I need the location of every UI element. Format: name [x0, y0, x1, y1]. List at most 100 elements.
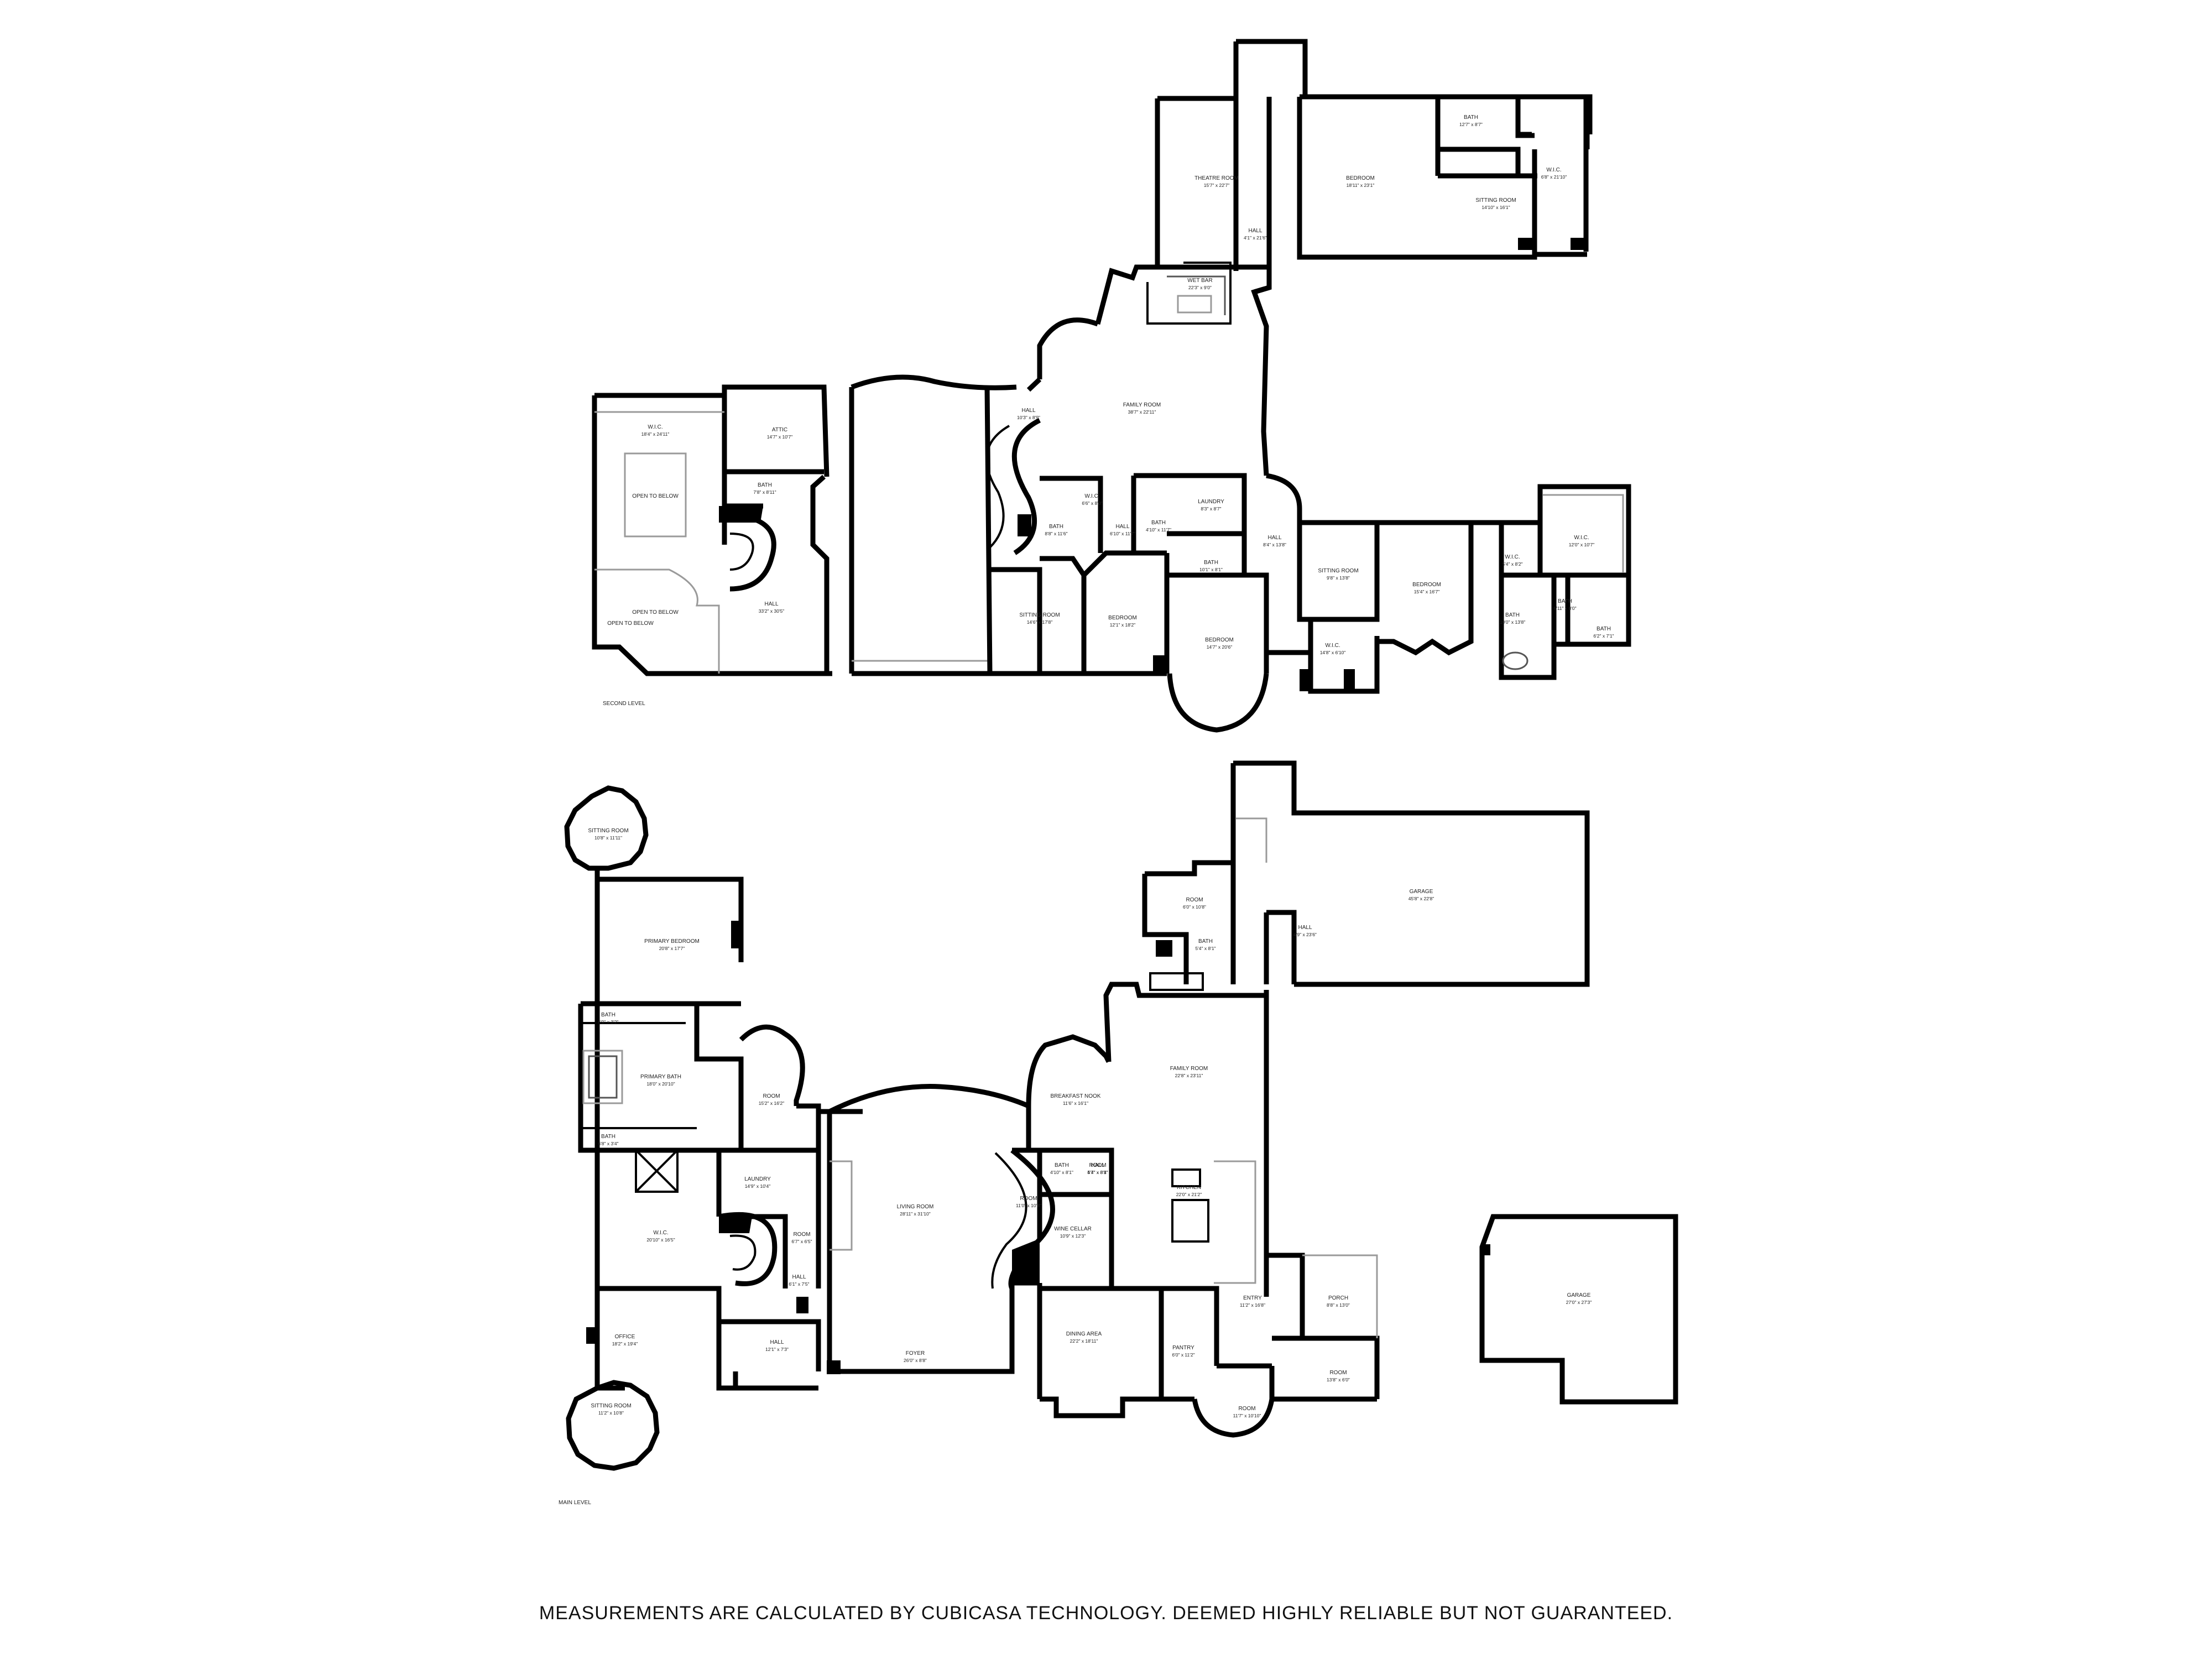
main-level-room-dimensions: 12'1" x 7'3" — [765, 1347, 789, 1352]
main-level-room-name: PRIMARY BEDROOM — [644, 938, 700, 945]
main-level-plan — [564, 760, 1678, 1471]
level-label-main: MAIN LEVEL — [559, 1500, 591, 1506]
second-level-room-name: SITTING ROOM — [1318, 568, 1358, 574]
second-level-room-name: W.I.C. — [648, 424, 662, 430]
main-level-room-dimensions: 18'0" x 20'10" — [646, 1081, 675, 1087]
main-level-room-name: FAMILY ROOM — [1170, 1066, 1208, 1072]
main-level-room-name: ROOM — [793, 1232, 810, 1238]
main-level-room-name: DINING AREA — [1066, 1331, 1102, 1337]
main-level-room-dimensions: 11'2" x 10'8" — [598, 1410, 624, 1416]
main-level-room-name: PRIMARY BATH — [640, 1074, 681, 1080]
second-level-room-name: BEDROOM — [1346, 175, 1375, 181]
main-level-room-name: BATH — [601, 1134, 615, 1140]
main-level-room-name: ROOM — [1329, 1370, 1347, 1376]
second-level-room-name: SITTING ROOM — [1475, 197, 1516, 204]
main-level-room-dimensions: 15'2" x 16'2" — [759, 1100, 785, 1106]
second-level-room-name: BEDROOM — [1412, 582, 1441, 588]
second-level-room-dimensions: 6'11" x 8'0" — [1553, 606, 1576, 611]
main-level-room-name: PANTRY — [1172, 1345, 1194, 1351]
second-level-room-name: BATH — [1049, 524, 1063, 530]
spiral-stair-main — [718, 1212, 778, 1286]
main-level-room-dimensions: 11'0" x 10'8" — [1016, 1203, 1041, 1208]
second-level-room-dimensions: 18'11" x 23'1" — [1347, 182, 1375, 188]
second-level-room-name: W.I.C. — [1084, 493, 1099, 499]
main-level-room-name: ROOM — [1020, 1196, 1037, 1202]
main-level-room-name: LAUNDRY — [744, 1176, 771, 1182]
second-level-room-name: LAUNDRY — [1198, 499, 1224, 505]
second-level-plan — [592, 39, 1631, 733]
second-level-room-dimensions: 6'10" x 11'7" — [1110, 531, 1135, 536]
main-level-room-name: HALL — [1298, 925, 1312, 931]
second-level-room-name: HALL — [1115, 524, 1129, 530]
second-level-room-name: OPEN TO BELOW — [632, 609, 679, 615]
main-level-room-dimensions: 45'8" x 22'8" — [1408, 896, 1434, 901]
second-level-room-name: W.I.C. — [1574, 535, 1589, 541]
second-level-room-name: HALL — [1021, 408, 1035, 414]
second-level-room-dimensions: 12'1" x 18'2" — [1110, 622, 1136, 628]
main-level-room-dimensions: 27'0" x 27'3" — [1566, 1300, 1592, 1305]
main-level-room-name: ROOM — [1186, 897, 1203, 903]
second-level-room-dimensions: 22'3" x 9'0" — [1188, 285, 1212, 290]
main-level-room-dimensions: 6'0" x 10'8" — [1183, 904, 1206, 910]
second-level-room-dimensions: 18'4" x 24'11" — [641, 431, 670, 437]
main-level-room-name: ROOM — [1238, 1406, 1255, 1412]
second-level-room-dimensions: 10'1" x 8'1" — [1199, 567, 1223, 572]
main-level-room-name: SITTING ROOM — [591, 1403, 631, 1409]
curved-stair-main — [991, 1106, 1055, 1290]
main-level-room-name: ROOM — [1089, 1162, 1106, 1168]
main-level-room-dimensions: 18'2" x 19'4" — [612, 1341, 638, 1347]
main-level-room-dimensions: 6'9" x 3'2" — [598, 1019, 618, 1025]
second-level-room-dimensions: 12'0" x 10'7" — [1569, 542, 1595, 547]
second-level-room-name: BEDROOM — [1108, 615, 1137, 621]
second-level-room-name: BATH — [1505, 612, 1520, 618]
second-level-room-dimensions: 14'6" x 17'8" — [1027, 619, 1053, 625]
main-level-room-dimensions: 4'9" x 23'6" — [1293, 932, 1317, 937]
second-level-room-dimensions: 7'8" x 8'11" — [753, 489, 776, 495]
second-level-room-name: W.I.C. — [1325, 643, 1340, 649]
second-level-room-dimensions: 10'3" x 8'9" — [1017, 415, 1040, 420]
second-level-room-name: W.I.C. — [1546, 167, 1561, 173]
main-level-room-name: BATH — [601, 1012, 615, 1018]
second-level-room-dimensions: 15'7" x 22'7" — [1204, 182, 1230, 188]
second-level-room-dimensions: 14'7" x 20'6" — [1207, 644, 1233, 650]
second-level-room-dimensions: 8'3" x 8'7" — [1201, 506, 1221, 512]
main-level-room-name: OFFICE — [615, 1334, 635, 1340]
second-level-room-name: BATH — [1558, 598, 1572, 604]
second-level-room-name: WET BAR — [1187, 278, 1212, 284]
second-level-room-name: SITTING ROOM — [1019, 612, 1060, 618]
second-level-room-name: BEDROOM — [1205, 637, 1234, 643]
main-level-room-dimensions: 4'10" x 8'1" — [1050, 1170, 1073, 1175]
level-label-second: SECOND LEVEL — [603, 701, 645, 707]
second-level-room-dimensions: 4'1" x 21'6" — [1244, 235, 1267, 241]
main-level-room-dimensions: 14'9" x 10'4" — [745, 1183, 771, 1189]
main-level-room-dimensions: 5'4" x 8'1" — [1195, 946, 1215, 951]
second-level-room-dimensions: 15'4" x 16'7" — [1414, 589, 1440, 594]
curved-stair-upper — [984, 387, 1041, 674]
main-level-room-name: HALL — [770, 1339, 784, 1345]
main-level-room-name: ROOM — [763, 1093, 780, 1099]
main-level-room-dimensions: 8'8" x 13'0" — [1327, 1302, 1350, 1308]
second-level-room-name: THEATRE ROOM — [1194, 175, 1239, 181]
second-level-room-dimensions: 9'8" x 13'8" — [1327, 575, 1350, 581]
second-level-room-name: W.I.C. — [1505, 554, 1520, 560]
second-level-room-dimensions: 14'7" x 10'7" — [767, 434, 793, 440]
main-level-room-dimensions: 20'10" x 16'5" — [646, 1237, 675, 1243]
main-level-room-dimensions: 26'0" x 8'8" — [904, 1358, 927, 1363]
second-level-room-dimensions: 4'10" x 11'7" — [1146, 527, 1171, 533]
second-level-room-name: BATH — [1204, 560, 1218, 566]
second-level-room-name: BATH — [1464, 114, 1478, 121]
main-level-room-name: KITCHEN — [1177, 1185, 1201, 1191]
second-level-room-dimensions: 6'8" x 21'10" — [1541, 174, 1567, 180]
second-level-room-dimensions: 6'2" x 7'1" — [1593, 633, 1614, 639]
disclaimer-text: MEASUREMENTS ARE CALCULATED BY CUBICASA … — [539, 1603, 1673, 1624]
main-level-room-dimensions: 6'0" x 11'2" — [1172, 1352, 1194, 1358]
second-level-room-dimensions: 8'8" x 11'6" — [1045, 531, 1067, 536]
main-level-room-name: GARAGE — [1410, 889, 1433, 895]
second-level-room-name: BATH — [758, 482, 772, 488]
main-level-room-dimensions: 4'4" x 8'8" — [1087, 1170, 1108, 1175]
main-level-room-dimensions: 5'7" x 8'1" — [1087, 1170, 1108, 1175]
second-level-room-name: HALL — [764, 601, 778, 607]
second-level-room-dimensions: 12'7" x 8'7" — [1459, 122, 1483, 127]
second-level-room-name: BATH — [1151, 520, 1166, 526]
